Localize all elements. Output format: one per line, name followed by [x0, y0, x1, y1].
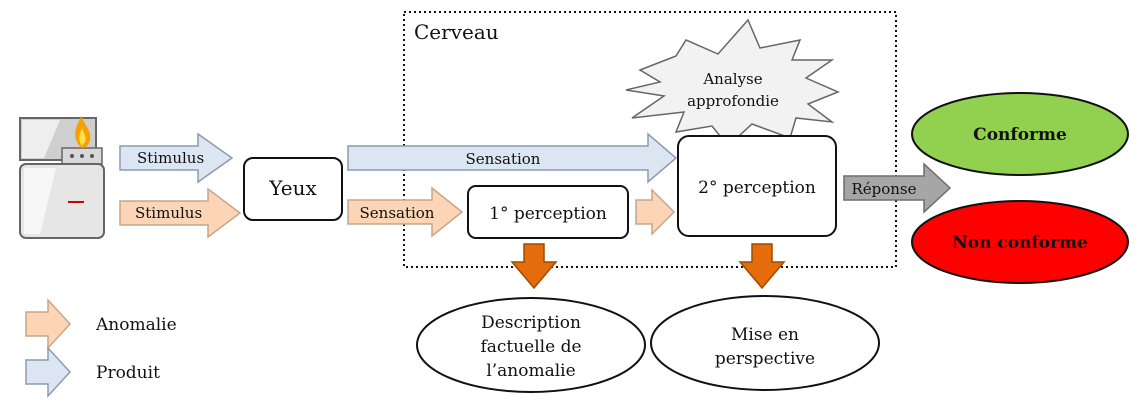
legend-anomaly-swatch [25, 298, 72, 350]
eyes-box [243, 157, 343, 221]
stimulus-product-label: Stimulus [137, 149, 204, 167]
lighter-icon [19, 116, 105, 239]
legend: Anomalie Produit [25, 298, 177, 398]
deep-analysis-line1: Analyse [702, 70, 762, 88]
perspective-ellipse [650, 295, 880, 391]
description-line1: Description [481, 313, 581, 333]
deep-analysis-line2: approfondie [687, 92, 779, 110]
response-label: Réponse [851, 180, 916, 198]
sensation-product-label: Sensation [466, 150, 541, 168]
brain-frame [403, 11, 897, 268]
stimulus-product-arrow: Stimulus [119, 132, 234, 184]
legend-product-swatch [25, 346, 72, 398]
description-line2: factuelle de [480, 337, 581, 357]
legend-product-label: Produit [96, 363, 160, 383]
down-arrow-first [510, 243, 558, 290]
second-perception-box [677, 135, 837, 237]
brain-label: Cerveau [414, 20, 499, 44]
first-perception-box [467, 185, 629, 239]
non-conform-ellipse [911, 200, 1129, 284]
stimulus-anomaly-label: Stimulus [135, 204, 202, 222]
stimulus-anomaly-arrow: Stimulus [119, 187, 242, 239]
first-perception-label: 1° perception [489, 204, 607, 224]
sensation-product-arrow: Sensation [347, 132, 678, 184]
eyes-label: Yeux [268, 176, 317, 200]
response-arrow: Réponse [843, 162, 952, 214]
conform-label: Conforme [973, 125, 1067, 145]
second-perception-label: 2° perception [698, 178, 816, 198]
first-to-second-arrow [635, 188, 676, 236]
description-ellipse [416, 297, 646, 393]
legend-anomaly-label: Anomalie [95, 315, 177, 335]
perspective-line1: Mise en [731, 325, 799, 345]
perspective-line2: perspective [715, 349, 815, 369]
conform-ellipse [911, 92, 1129, 176]
description-line3: l’anomalie [486, 361, 575, 381]
deep-analysis-burst: Analyse approfondie [625, 18, 840, 148]
sensation-anomaly-label: Sensation [360, 204, 435, 222]
sensation-anomaly-arrow: Sensation [347, 186, 464, 238]
down-arrow-second [738, 243, 786, 290]
non-conform-label: Non conforme [952, 233, 1088, 253]
